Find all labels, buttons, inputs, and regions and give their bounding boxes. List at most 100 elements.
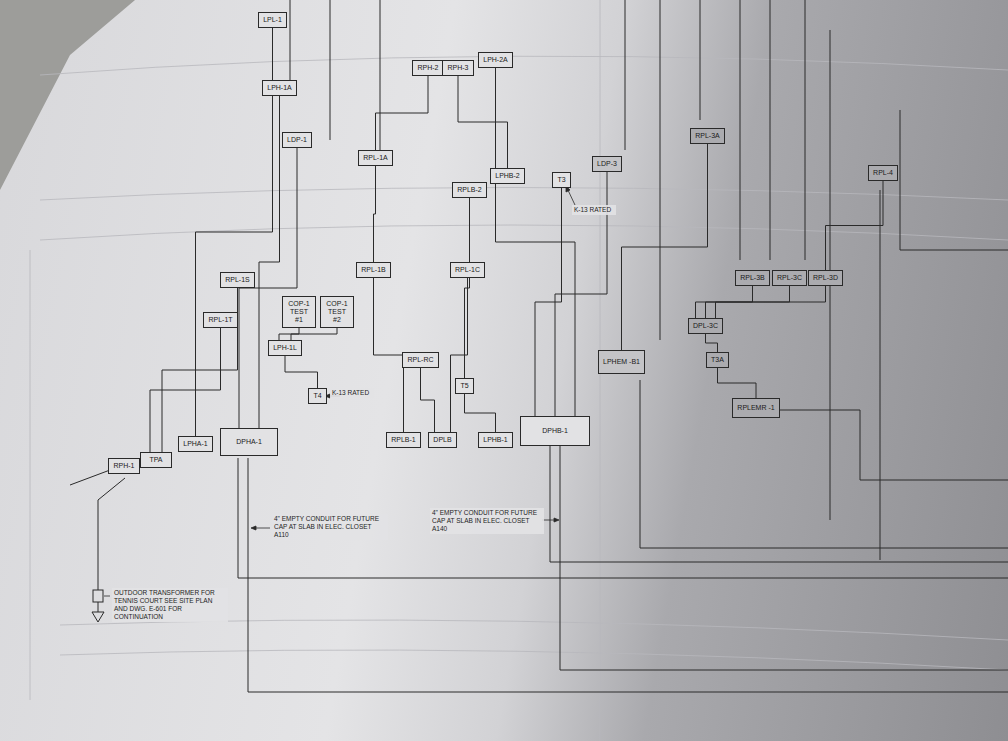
panel-box: RPL-3B [735, 270, 770, 286]
panel-box: LPH-1A [262, 80, 297, 96]
panel-box: RPH-1 [108, 458, 140, 474]
panel-box: LPHA-1 [178, 436, 213, 452]
feeder-connector [150, 328, 221, 452]
panel-label: RPH-1 [113, 462, 134, 470]
panel-box: COP-1 TEST #1 [282, 296, 316, 328]
note-label: K-13 RATED [572, 205, 616, 215]
panel-box: RPL-1A [358, 150, 393, 166]
panel-box: TPA [140, 452, 172, 468]
feeder-connector [374, 166, 376, 262]
feeder-connector [458, 76, 508, 168]
panel-box: RPL-1B [356, 262, 391, 278]
panel-label: RPL-3B [740, 274, 765, 282]
panel-box: T5 [455, 378, 474, 394]
panel-label: RPH-3 [447, 64, 468, 72]
panel-label: RPL-RC [407, 356, 433, 364]
panel-label: COP-1 TEST #2 [324, 300, 350, 324]
note-label: 4" EMPTY CONDUIT FOR FUTURE CAP AT SLAB … [272, 514, 388, 540]
panel-box: LPH-1L [268, 340, 302, 356]
panel-label: LDP-1 [287, 136, 307, 144]
feeder-connector [716, 286, 826, 318]
panel-label: RPL-4 [873, 169, 893, 177]
feeder-connector [259, 96, 280, 428]
panel-label: COP-1 TEST #1 [286, 300, 312, 324]
feeder-connector [465, 198, 470, 378]
panel-label: DPLB [433, 436, 451, 444]
panel-box: RPH-3 [442, 60, 474, 76]
panel-label: RPL-1B [361, 266, 386, 274]
panel-label: RPL-1S [225, 276, 250, 284]
panel-label: RPL-3C [777, 274, 802, 282]
panel-box: DPLB [428, 432, 457, 448]
panel-box: DPHB-1 [520, 416, 590, 446]
panel-label: T4 [313, 392, 321, 400]
panel-label: TPA [149, 456, 162, 464]
outdoor-transformer-symbol [92, 590, 104, 622]
panel-box: RPL-4 [868, 165, 898, 181]
panel-box: LDP-1 [282, 132, 312, 148]
panel-label: RPL-3D [813, 274, 838, 282]
panel-label: LPHEM -B1 [603, 358, 640, 366]
panel-label: DPHB-1 [542, 427, 568, 435]
leader-lines [104, 186, 575, 596]
panel-box: LPHB-2 [490, 168, 525, 184]
panel-label: RPH-2 [417, 64, 438, 72]
feeder-connector [376, 76, 429, 150]
panel-label: LPH-1L [273, 344, 297, 352]
note-label: 4" EMPTY CONDUIT FOR FUTURE CAP AT SLAB … [430, 508, 544, 534]
panel-box: RPLB-1 [386, 432, 421, 448]
panel-label: RPL-1T [208, 316, 232, 324]
grid-bands [30, 0, 1008, 741]
panel-label: DPL-3C [693, 322, 718, 330]
panel-box: LPH-2A [478, 52, 513, 68]
feeder-connector [374, 278, 404, 432]
panel-box: RPH-2 [412, 60, 444, 76]
panel-box: RPL-3D [808, 270, 843, 286]
panel-label: T3 [557, 176, 565, 184]
feeder-connector [196, 28, 273, 436]
panel-label: LPH-2A [483, 56, 508, 64]
panel-box: T4 [308, 388, 327, 404]
feeder-connector [535, 188, 562, 416]
panel-box: RPL-1C [450, 262, 485, 278]
feeder-connector [706, 334, 718, 352]
panel-box: RPL-RC [402, 352, 439, 368]
panel-label: LPH-1A [267, 84, 292, 92]
feeder-connector [291, 328, 337, 340]
feeder-connector [718, 368, 757, 398]
panel-box: LPL-1 [258, 12, 287, 28]
panel-label: LPHB-2 [495, 172, 520, 180]
panel-label: RPLB-1 [391, 436, 416, 444]
panel-box: DPHA-1 [220, 428, 278, 456]
feeder-connector [421, 368, 435, 432]
panel-box: RPLEMR -1 [732, 398, 780, 418]
panel-box: LDP-3 [592, 156, 622, 172]
panel-label: DPHA-1 [236, 438, 262, 446]
panel-box: T3 [552, 172, 571, 188]
panel-label: T5 [460, 382, 468, 390]
feeder-connector [285, 356, 318, 388]
panel-box: COP-1 TEST #2 [320, 296, 354, 328]
panel-label: RPL-1C [455, 266, 480, 274]
panel-label: LDP-3 [597, 160, 617, 168]
panel-label: RPL-1A [363, 154, 388, 162]
feeder-connector [826, 181, 884, 270]
panel-label: LPHA-1 [183, 440, 208, 448]
panel-box: RPL-3C [772, 270, 807, 286]
panel-label: LPHB-1 [483, 436, 508, 444]
panel-label: RPLB-2 [457, 186, 482, 194]
panel-label: T3A [711, 356, 724, 364]
feeder-connector [496, 68, 576, 416]
note-label: K-13 RATED [330, 388, 374, 398]
feeder-conduits [70, 0, 1008, 692]
panel-box: LPHEM -B1 [598, 350, 645, 374]
note-label: OUTDOOR TRANSFORMER FOR TENNIS COURT SEE… [112, 588, 228, 622]
panel-label: LPL-1 [263, 16, 282, 24]
panel-box: LPHB-1 [478, 432, 513, 448]
panel-box: RPLB-2 [452, 182, 487, 198]
panel-box: RPL-1T [203, 312, 238, 328]
panel-label: RPL-3A [695, 132, 720, 140]
